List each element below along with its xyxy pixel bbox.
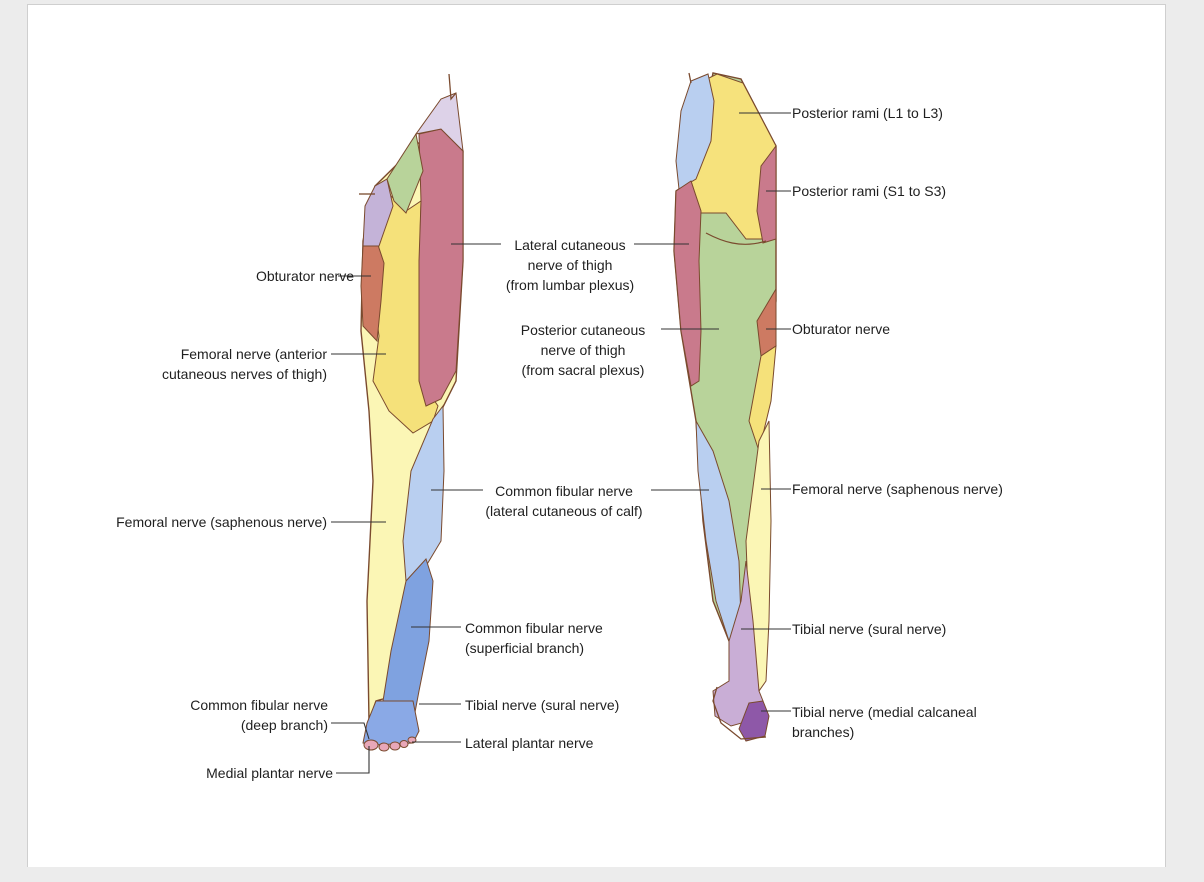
label-anterior-tibial-sural: Tibial nerve (sural nerve) <box>465 697 620 713</box>
posterior-leg-figure <box>673 72 777 742</box>
label-common-fibular-lateral-calf: Common fibular nerve (lateral cutaneous … <box>485 483 643 519</box>
posterior-upper-left-region <box>675 73 715 190</box>
anterior-genitofemoral-region <box>386 132 424 214</box>
label-posterior-obturator: Obturator nerve <box>792 321 891 337</box>
label-lateral-cutaneous-thigh: Lateral cutaneous nerve of thigh (from l… <box>505 237 635 293</box>
label-anterior-femoral-saphenous: Femoral nerve (saphenous nerve) <box>116 514 327 530</box>
anterior-leg-figure <box>359 73 464 752</box>
anterior-femoral-anterior-region <box>372 195 439 434</box>
label-posterior-cutaneous-thigh: Posterior cutaneous nerve of thigh (from… <box>520 322 646 378</box>
label-anterior-lateral-plantar: Lateral plantar nerve <box>465 735 594 751</box>
document-page: Obturator nerve Femoral nerve (anterior … <box>27 4 1166 867</box>
anterior-toes <box>363 736 417 752</box>
label-posterior-rami-S1-S3: Posterior rami (S1 to S3) <box>792 183 947 199</box>
posterior-femoral-medial-strip <box>748 345 777 453</box>
label-posterior-femoral-saphenous: Femoral nerve (saphenous nerve) <box>792 481 1003 497</box>
label-posterior-rami-L1-L3: Posterior rami (L1 to L3) <box>792 105 943 121</box>
label-anterior-obturator: Obturator nerve <box>255 268 354 284</box>
anterior-lateral-cutaneous-region <box>418 128 464 407</box>
label-posterior-tibial-medial-calcaneal: Tibial nerve (medial calcaneal branches) <box>792 704 977 740</box>
anterior-superficial-fibular-region <box>382 558 434 730</box>
label-anterior-common-fibular-superficial: Common fibular nerve (superficial branch… <box>465 620 603 656</box>
dermatome-diagram <box>331 72 791 774</box>
label-anterior-femoral-anterior: Femoral nerve (anterior cutaneous nerves… <box>162 346 327 382</box>
anterior-top-cap-region <box>414 92 464 153</box>
label-anterior-common-fibular-deep: Common fibular nerve (deep branch) <box>190 697 328 733</box>
posterior-lateral-cutaneous-region <box>673 180 702 387</box>
label-posterior-tibial-sural: Tibial nerve (sural nerve) <box>792 621 947 637</box>
label-anterior-medial-plantar: Medial plantar nerve <box>206 765 333 781</box>
posterior-rami-S1-S3-region <box>756 144 777 244</box>
leader-lines <box>331 112 791 774</box>
